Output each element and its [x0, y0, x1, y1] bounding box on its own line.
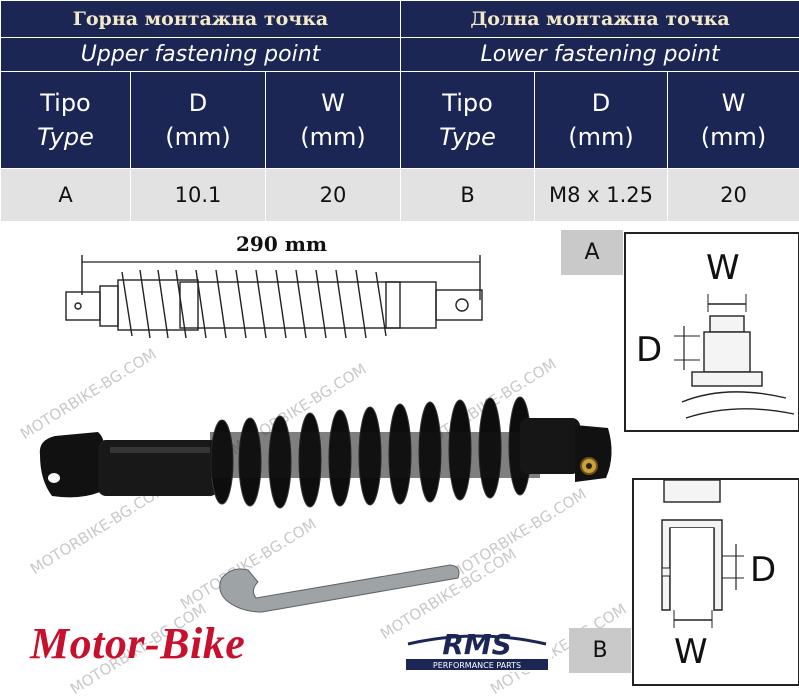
- col-header-sublabel: (mm): [700, 123, 767, 151]
- line-drawing: [65, 255, 483, 339]
- col-header-sublabel: Type: [37, 123, 94, 151]
- value-cell: A: [0, 168, 131, 222]
- shock-absorber-photo: [39, 396, 612, 509]
- value-cell: 20: [264, 168, 402, 222]
- detail-a-d-label: D: [636, 330, 663, 370]
- col-header-w: W (mm): [667, 71, 799, 169]
- wrench-tool: [219, 564, 460, 613]
- detail-a-panel: W D: [624, 232, 799, 432]
- col-header-sublabel: (mm): [568, 123, 634, 151]
- upper-subtitle: Upper fastening point: [0, 37, 402, 72]
- detail-b-tag: B: [569, 628, 631, 673]
- spec-table: Горна монтажна точка Долна монтажна точк…: [0, 0, 799, 222]
- detail-b-panel: D W: [632, 478, 799, 686]
- detail-a-diagram: [674, 294, 795, 419]
- shock-absorber-illustration: [39, 255, 612, 613]
- detail-a-tag: A: [561, 230, 623, 275]
- detail-b-d-label: D: [750, 550, 777, 590]
- detail-b-w-label: W: [674, 632, 708, 672]
- svg-text:PERFORMANCE PARTS: PERFORMANCE PARTS: [433, 661, 521, 670]
- svg-text:RMS: RMS: [442, 628, 512, 661]
- col-header-label: D: [591, 89, 611, 117]
- col-header-sublabel: (mm): [165, 123, 231, 151]
- col-header-d: D (mm): [534, 71, 669, 169]
- detail-a-w-label: W: [706, 248, 740, 288]
- rms-logo: RMS PERFORMANCE PARTS: [402, 626, 552, 672]
- col-header-d: D (mm): [130, 71, 266, 169]
- value-cell: 10.1: [130, 168, 266, 222]
- col-header-label: W: [721, 89, 746, 117]
- col-header-label: Tipo: [40, 89, 91, 117]
- length-label: 290 mm: [236, 232, 328, 256]
- detail-b-diagram: [661, 479, 744, 628]
- value-cell: 20: [667, 168, 799, 222]
- col-header-w: W (mm): [264, 71, 402, 169]
- lower-subtitle: Lower fastening point: [400, 37, 799, 72]
- col-header-sublabel: (mm): [300, 123, 366, 151]
- value-cell: M8 x 1.25: [534, 168, 669, 222]
- col-header-label: W: [321, 89, 345, 117]
- col-header-sublabel: Type: [439, 123, 496, 151]
- brand-text: Motor-Bike: [30, 619, 246, 668]
- upper-title: Горна монтажна точка: [0, 0, 402, 38]
- col-header-label: D: [188, 89, 208, 117]
- col-header-label: Tipo: [442, 89, 493, 117]
- value-cell: B: [400, 168, 536, 222]
- lower-title: Долна монтажна точка: [400, 0, 799, 38]
